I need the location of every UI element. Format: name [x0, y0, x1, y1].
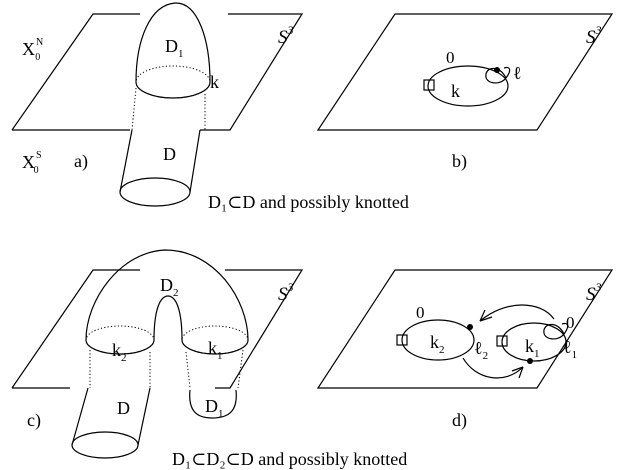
panel-d: S3 0 0 k2 k1 ℓ2 ℓ1 d)	[316, 269, 614, 431]
label-s3-d: S3	[586, 280, 602, 305]
cyl-d-right	[189, 129, 201, 193]
label-d-c: D	[117, 398, 130, 418]
knot-k2-d	[401, 319, 475, 361]
arrow-lower-head	[511, 366, 524, 379]
label-l1-d: ℓ1	[563, 337, 577, 361]
knot-k1-d	[501, 322, 567, 362]
label-s3-c: S3	[278, 280, 294, 305]
box-d-left	[396, 334, 408, 346]
arrow-upper-d	[479, 304, 555, 322]
plane-b	[316, 13, 614, 131]
disk-d1-cap	[135, 2, 211, 83]
label-s3-a: S3	[278, 23, 294, 48]
label-k1-d: k1	[525, 336, 540, 360]
box-d-right	[496, 335, 508, 347]
label-d2-c: D2	[160, 275, 179, 299]
panel-c: S3 D2 k2 k1 D D1 c) D₁⊂D₂⊂D and possibly…	[11, 249, 407, 469]
caption-a: D₁⊂D and possibly knotted	[208, 192, 409, 212]
cyl-d-bottom-rim	[119, 177, 191, 207]
arrow-upper-head	[479, 309, 493, 322]
cyl-d-c-left	[71, 387, 89, 446]
plane-d	[316, 269, 614, 389]
cyl-d-left	[119, 129, 133, 193]
label-k2-d: k2	[430, 332, 445, 356]
label-framing-b: 0	[446, 48, 455, 67]
cup-d1	[189, 389, 237, 419]
knot-k-b	[427, 65, 509, 107]
label-c: c)	[27, 410, 41, 431]
knot-k2-front	[85, 339, 155, 355]
meridian-loop-d	[543, 322, 569, 340]
knot-k-front	[135, 81, 211, 99]
plane-c	[11, 269, 304, 389]
c-dots-3	[185, 351, 191, 389]
label-d1-a: D1	[165, 36, 184, 60]
label-s3-b: S3	[586, 23, 602, 48]
arch-d2-inner	[153, 295, 183, 341]
dot-d-left	[467, 324, 473, 330]
label-k-a: k	[210, 72, 219, 92]
box-b	[423, 79, 435, 91]
label-d-a: D	[163, 144, 176, 164]
label-d: d)	[452, 410, 467, 431]
label-k1-c: k1	[208, 338, 223, 362]
disk-d1-dots-left	[131, 87, 137, 131]
label-l-b: ℓ	[513, 63, 522, 83]
panel-b: S3 0 k ℓ b)	[316, 13, 614, 172]
caption-c: D₁⊂D₂⊂D and possibly knotted	[172, 449, 407, 469]
label-k2-c: k2	[112, 340, 127, 364]
cyl-d-c-rim	[71, 431, 139, 459]
label-a: a)	[74, 151, 88, 172]
label-k-b: k	[451, 81, 460, 101]
arch-d2-outer	[85, 249, 249, 341]
label-framing-right-d: 0	[566, 313, 575, 332]
knot-k1-front	[181, 339, 249, 355]
label-d1-c: D1	[205, 396, 224, 420]
dot-d-right	[527, 358, 533, 364]
plane-a	[11, 13, 304, 131]
arrow-lower-d	[462, 357, 524, 379]
cyl-d-c-right	[137, 387, 151, 446]
dot-b	[494, 67, 500, 73]
label-l2-d: ℓ2	[474, 338, 488, 362]
label-b: b)	[452, 151, 467, 172]
label-framing-left-d: 0	[416, 303, 425, 322]
